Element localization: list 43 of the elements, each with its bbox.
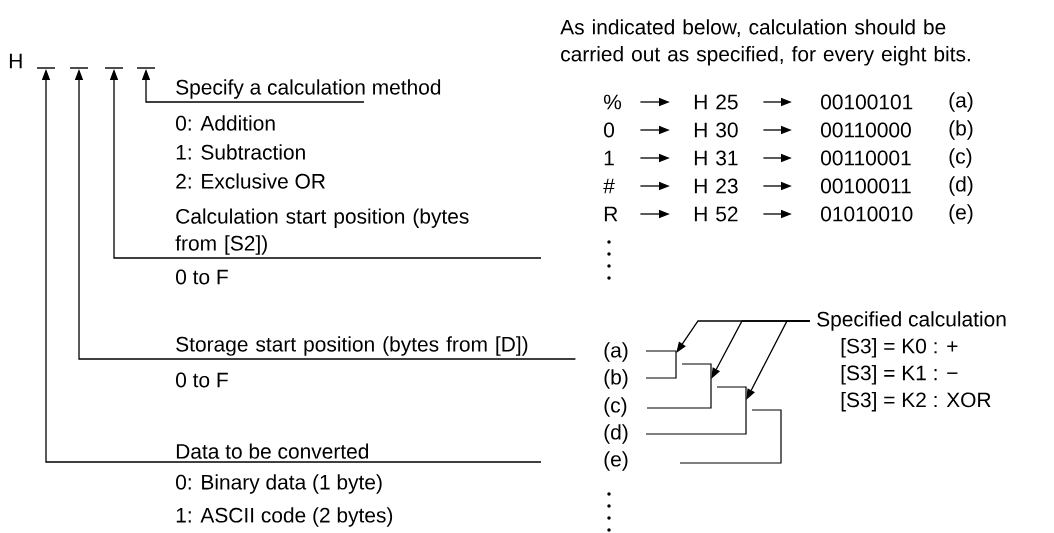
bracket	[645, 386, 747, 435]
hex-code: H 23	[694, 178, 738, 194]
range-text: 0 to F	[176, 372, 228, 388]
row-tag: (a)	[949, 92, 973, 112]
character-text: R	[604, 206, 618, 222]
binary-code: 01010010	[821, 206, 913, 222]
prefix-letter: H	[9, 53, 22, 69]
bracket	[645, 350, 677, 379]
bracket	[679, 409, 782, 464]
row-tag: (c)	[604, 397, 627, 417]
character-text: #	[603, 178, 615, 194]
note-text: As indicated below, calculation should be carried out as specified, for every eight bits.	[560, 19, 970, 66]
field-description: Specify a calculation method	[176, 79, 441, 99]
character-text: %	[603, 94, 622, 110]
row-tag: (a)	[604, 342, 628, 362]
bracket	[646, 363, 712, 409]
option-text: 0: Binary data (1 byte)	[176, 474, 382, 494]
row-tag: (d)	[604, 424, 628, 444]
field-description: Calculation start position (bytes from [S2])	[175, 208, 469, 255]
row-tag: (c)	[949, 148, 972, 168]
hex-code: H 52	[694, 206, 738, 222]
hex-code: H 25	[694, 94, 738, 110]
option-text: 1: ASCII code (2 bytes)	[176, 507, 393, 527]
option-text: 0: Addition	[176, 115, 275, 131]
option-text: 2: Exclusive OR	[176, 173, 325, 189]
hex-code: H 31	[694, 150, 738, 166]
option-text: 1: Subtraction	[176, 144, 305, 160]
row-tag: (b)	[949, 120, 973, 140]
binary-code: 00110001	[821, 150, 911, 166]
range-text: 0 to F	[176, 269, 228, 285]
row-tag: (b)	[604, 369, 628, 389]
field-description: Storage start position (bytes from [D])	[176, 336, 528, 356]
field-description: Data to be converted	[176, 443, 369, 459]
hex-code: H 30	[694, 122, 738, 138]
binary-code: 00100011	[821, 178, 911, 194]
calculation-note: Specified calculation [S3] = K0 : + [S3] = K1 : − [S3] = K2 : XOR	[817, 311, 1006, 412]
row-tag: (e)	[949, 204, 973, 224]
row-tag: (d)	[949, 176, 973, 196]
binary-code: 00100101	[821, 94, 913, 110]
binary-code: 00110000	[821, 122, 911, 138]
character-text: 1	[604, 150, 614, 166]
character-text: 0	[604, 122, 614, 138]
row-tag: (e)	[604, 451, 628, 471]
